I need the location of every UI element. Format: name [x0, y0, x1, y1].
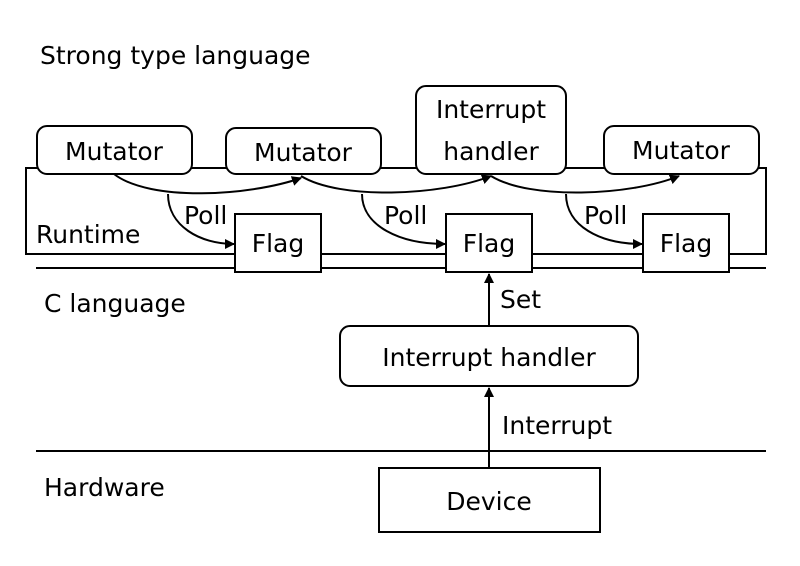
flow-arrow-2: [300, 174, 492, 194]
strong-type-language-label: Strong type language: [40, 41, 311, 70]
flag-2-label: Flag: [463, 229, 516, 258]
mutator-3: Mutator: [603, 125, 760, 175]
poll-label-1: Poll: [184, 201, 227, 230]
flag-1: Flag: [234, 213, 322, 273]
flow-arrow-1: [113, 173, 302, 195]
interrupt-handler-top-line1: Interrupt: [436, 95, 546, 124]
poll-arrow-3: [565, 193, 643, 249]
mutator-2-label: Mutator: [254, 138, 353, 167]
hardware-label: Hardware: [44, 473, 165, 502]
flag-1-label: Flag: [252, 229, 305, 258]
interrupt-handler-c: Interrupt handler: [339, 325, 639, 387]
device: Device: [378, 467, 601, 533]
interrupt-handler-top: Interrupt handler: [415, 85, 567, 175]
runtime-label: Runtime: [36, 220, 140, 249]
mutator-3-label: Mutator: [632, 136, 731, 165]
flag-3-label: Flag: [660, 229, 713, 258]
set-label: Set: [500, 285, 541, 314]
mutator-1-label: Mutator: [65, 137, 164, 166]
flag-3: Flag: [642, 213, 730, 273]
poll-label-2: Poll: [384, 201, 427, 230]
device-label: Device: [446, 487, 532, 516]
poll-label-3: Poll: [584, 201, 627, 230]
flow-arrow-3: [490, 174, 680, 194]
interrupt-label: Interrupt: [502, 411, 612, 440]
flag-2: Flag: [445, 213, 533, 273]
mutator-1: Mutator: [36, 125, 193, 175]
interrupt-handler-c-label: Interrupt handler: [382, 343, 596, 372]
poll-arrow-2: [361, 193, 446, 249]
mutator-2: Mutator: [225, 127, 382, 175]
c-language-label: C language: [44, 289, 186, 318]
poll-arrow-1: [167, 193, 235, 249]
interrupt-handler-top-line2: handler: [443, 137, 539, 166]
